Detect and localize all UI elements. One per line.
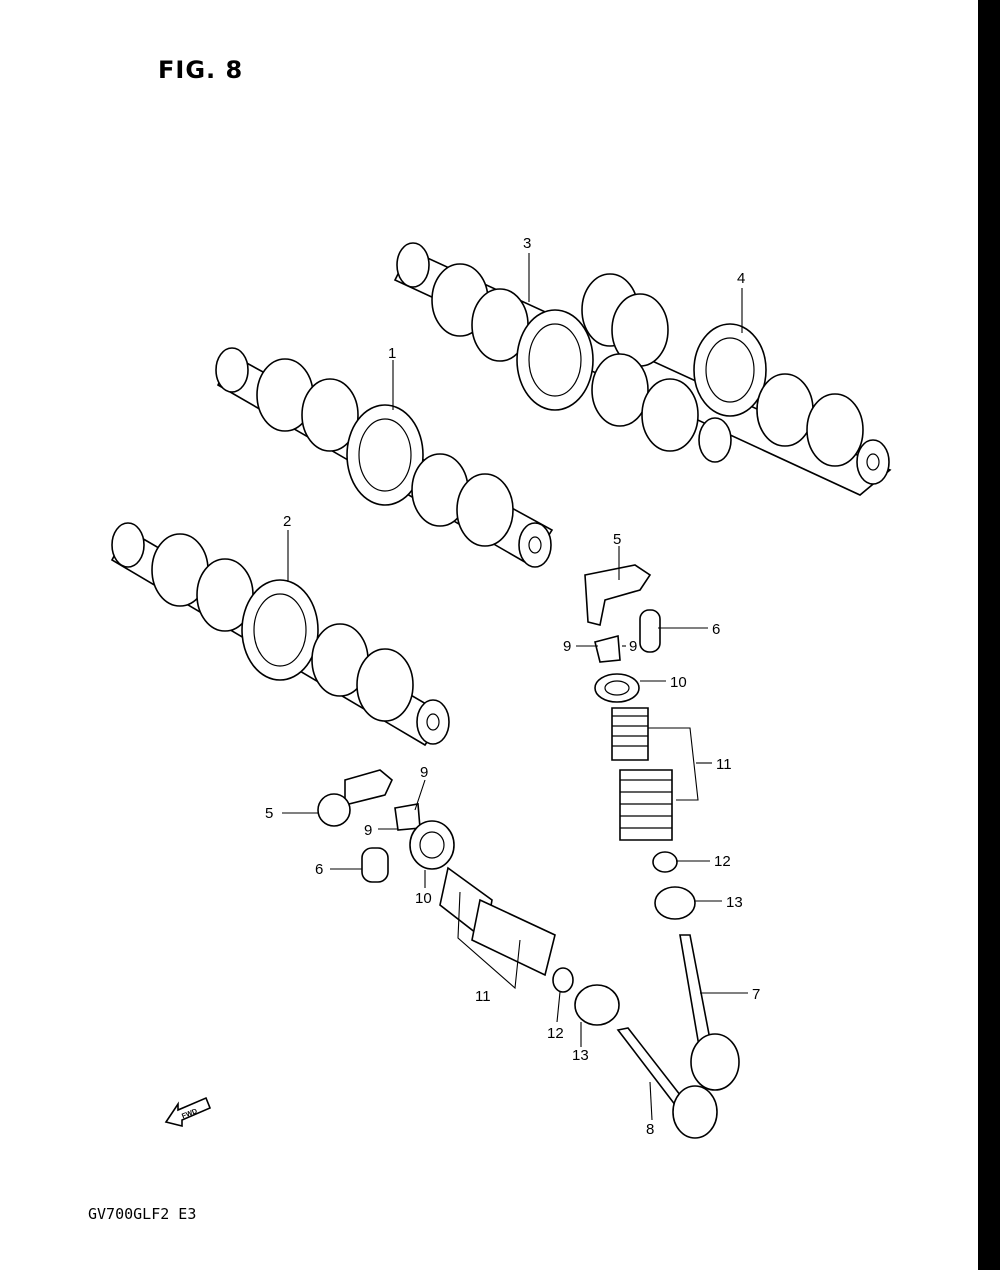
callout-6-left: 6 — [315, 861, 323, 878]
model-code: GV700GLF2 E3 — [88, 1205, 197, 1223]
callout-12-right: 12 — [714, 853, 731, 870]
valve-group-left — [317, 769, 718, 1139]
figure-title: FIG. 8 — [158, 56, 244, 84]
callout-5-left: 5 — [265, 805, 273, 822]
callout-2: 2 — [283, 513, 291, 530]
callout-9-left-b: 9 — [364, 822, 372, 839]
callout-8: 8 — [646, 1121, 654, 1138]
callout-1: 3 — [523, 235, 531, 252]
camshaft-3-4 — [393, 242, 892, 496]
callout-10-left: 10 — [415, 890, 432, 907]
callout-9-left-a: 9 — [420, 764, 428, 781]
callout-9-right-b: 9 — [629, 638, 637, 655]
callout-7: 7 — [752, 986, 760, 1003]
callout-9-right-a: 9 — [563, 638, 571, 655]
callout-6-right: 6 — [712, 621, 720, 638]
fwd-arrow-icon: FWD — [164, 1096, 212, 1128]
leader-lines — [282, 253, 748, 1121]
callout-11-right: 11 — [716, 756, 732, 773]
valve-group-right — [584, 564, 740, 1091]
callout-1b: 1 — [388, 345, 396, 362]
camshaft-1 — [215, 347, 554, 568]
callout-13-right: 13 — [726, 894, 743, 911]
callout-13-left: 13 — [572, 1047, 589, 1064]
callout-10-right: 10 — [670, 674, 687, 691]
camshaft-2 — [110, 522, 450, 747]
callout-4: 4 — [737, 270, 745, 287]
callout-numbers: 3 4 1 2 5 6 9 9 10 11 12 13 7 5 6 9 9 10… — [265, 235, 760, 1138]
callout-11-left: 11 — [475, 988, 491, 1005]
callout-12-left: 12 — [547, 1025, 564, 1042]
callout-5-right: 5 — [613, 531, 621, 548]
scan-edge-strip — [978, 0, 1000, 1270]
